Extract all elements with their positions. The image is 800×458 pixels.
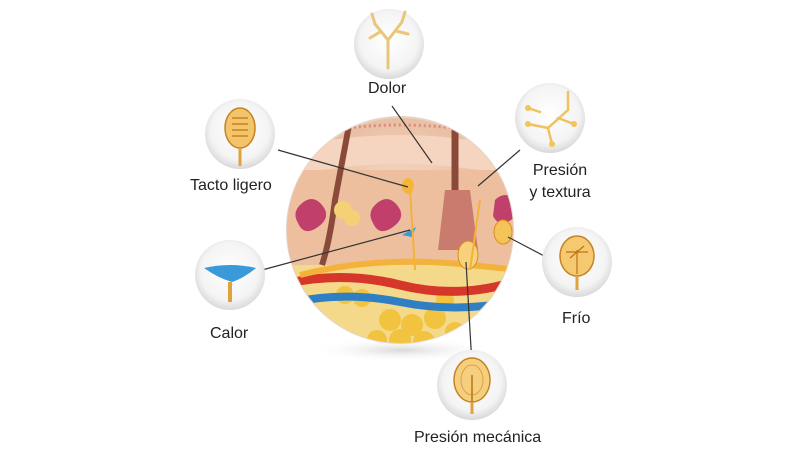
label-pressure-texture-line1: Presión (532, 162, 588, 179)
label-pain: Dolor (368, 80, 407, 97)
thermoreceptor-icon (204, 265, 256, 302)
skin-cross-section (286, 116, 514, 362)
label-mechanical-pressure: Presión mecánica (414, 429, 542, 446)
pain-receptor-bubble (354, 9, 424, 79)
free-nerve-ending-icon (368, 10, 410, 70)
leader-lines (261, 105, 549, 366)
meissner-corpuscle-icon (224, 107, 256, 166)
heat-receptor-bubble (195, 240, 265, 310)
label-heat: Calor (210, 325, 249, 342)
artery (287, 273, 513, 296)
cold-receptor-bubble (542, 227, 612, 297)
vein (287, 292, 513, 312)
hair-shaft (319, 119, 353, 266)
light-touch-receptor-bubble (205, 99, 275, 169)
krause-bulb-icon (559, 235, 595, 290)
label-pressure-texture-line2: y textura (529, 184, 591, 201)
pressure-texture-receptor-bubble (515, 83, 585, 153)
mechanical-pressure-receptor-bubble (437, 350, 507, 420)
label-light-touch: Tacto ligero (190, 177, 272, 194)
circle-shadow (307, 338, 497, 362)
label-pressure-texture: Presión y textura (520, 160, 600, 204)
label-cold: Frío (562, 310, 591, 327)
pacinian-corpuscle-icon (453, 357, 491, 414)
